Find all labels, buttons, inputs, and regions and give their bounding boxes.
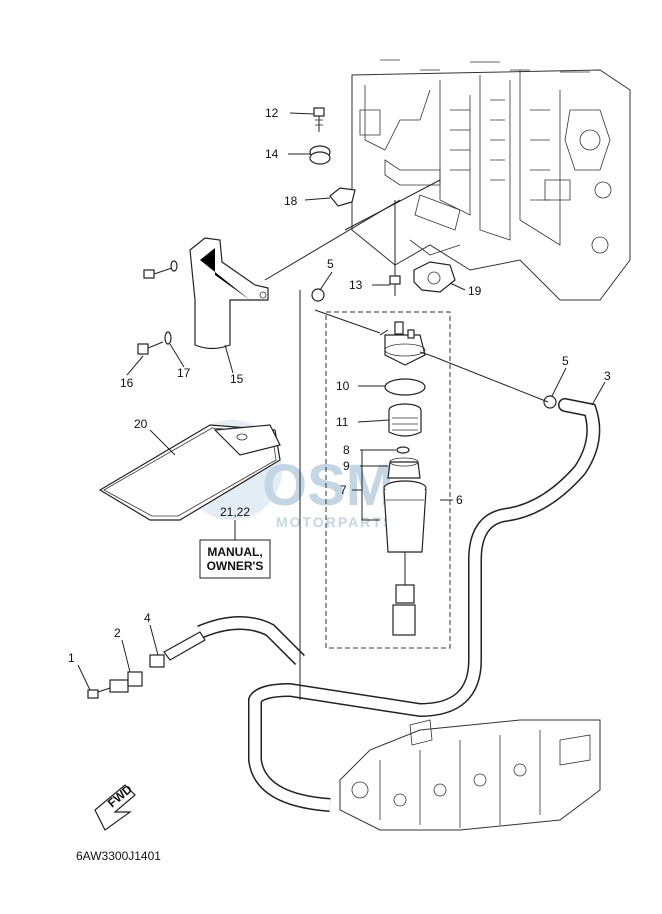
callout-15: 15 (230, 372, 244, 386)
callout-12: 12 (265, 106, 279, 120)
part-16-bolt-upper (143, 260, 178, 279)
part-14-grommet (309, 145, 331, 165)
callout-5-right: 5 (562, 354, 569, 368)
part-15-bracket (189, 237, 269, 350)
callout-11: 11 (336, 415, 349, 429)
part-3-hose (197, 398, 601, 812)
callout-16: 16 (120, 376, 134, 390)
svg-text:OWNER'S: OWNER'S (207, 559, 264, 573)
part-2-fitting (109, 671, 143, 693)
callout-21-22: 21,22 (220, 505, 250, 519)
part-7-bowl (383, 480, 427, 636)
part-9-float (387, 457, 421, 479)
callout-8: 8 (343, 443, 350, 457)
callout-2: 2 (114, 626, 121, 640)
callouts: 12 14 18 5 13 19 10 11 8 9 7 6 5 3 15 16… (68, 106, 611, 665)
part-11-filter-element (388, 403, 422, 437)
part-10-o-ring (384, 378, 426, 396)
part-20-bag (98, 424, 281, 521)
leader-lines (77, 112, 606, 700)
callout-9: 9 (343, 459, 350, 473)
callout-17: 17 (177, 366, 191, 380)
part-1-screw (87, 687, 111, 699)
callout-7: 7 (340, 483, 347, 497)
part-13-bolt (389, 275, 401, 296)
svg-text:MANUAL,: MANUAL, (207, 545, 262, 559)
filter-assembly-box (325, 311, 451, 649)
intake-manifold (339, 719, 601, 831)
callout-6: 6 (456, 493, 463, 507)
part-5-clamp-upper (311, 288, 325, 302)
engine-block (351, 59, 631, 301)
callout-20: 20 (134, 417, 148, 431)
callout-19: 19 (468, 284, 482, 298)
part-8-ring (396, 446, 410, 454)
part-16-bolt (137, 341, 164, 355)
fwd-arrow: FWD (94, 782, 136, 831)
callout-4: 4 (144, 611, 151, 625)
svg-text:MOTORPARTS: MOTORPARTS (276, 514, 394, 530)
callout-1: 1 (68, 651, 75, 665)
callout-3: 3 (604, 369, 611, 383)
callout-10: 10 (336, 379, 350, 393)
callout-13: 13 (349, 278, 363, 292)
part-12-bolt (313, 107, 325, 132)
part-18-clip (329, 187, 356, 207)
manual-box: MANUAL, OWNER'S (199, 539, 271, 579)
part-17-washer (164, 331, 172, 345)
callout-18: 18 (284, 194, 298, 208)
callout-14: 14 (265, 147, 279, 161)
callout-5-upper: 5 (327, 257, 334, 271)
svg-text:OSM: OSM (262, 453, 394, 518)
part-4-nipple (149, 631, 206, 668)
part-5-clamp-right (543, 395, 557, 409)
diagram-code: 6AW3300J1401 (76, 849, 161, 863)
filter-head (379, 321, 433, 366)
part-19-clamp (413, 261, 456, 293)
